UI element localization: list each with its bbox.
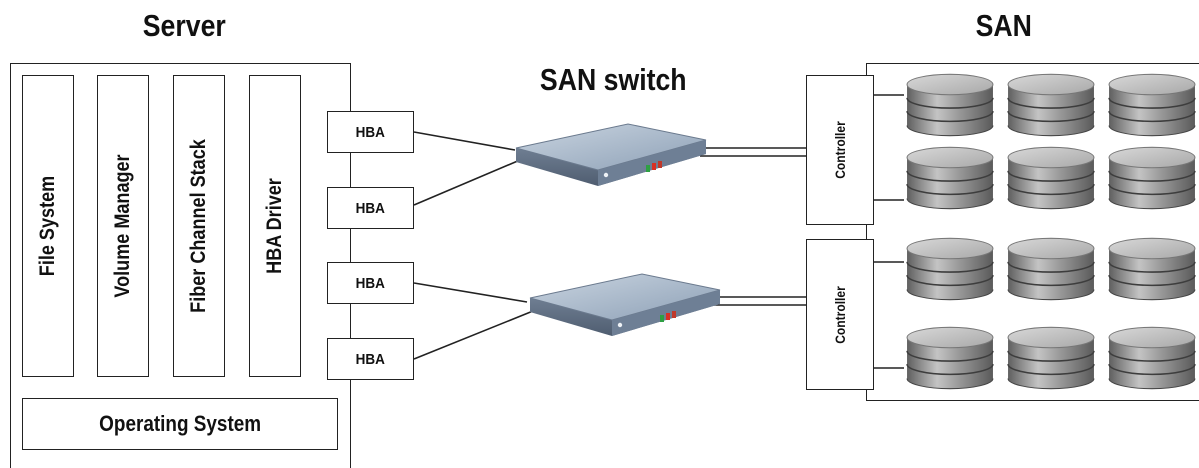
- disk-stack-icon: [1108, 326, 1196, 390]
- layer-volume-manager: Volume Manager: [97, 75, 149, 377]
- san-switch-title: SAN switch: [539, 62, 687, 97]
- server-title: Server: [142, 8, 226, 43]
- hba-card-3: HBA: [327, 262, 414, 304]
- san-title: SAN: [975, 8, 1032, 43]
- hba-label: HBA: [355, 199, 386, 217]
- hba-label: HBA: [355, 123, 386, 141]
- disk-stack-icon: [1108, 237, 1196, 301]
- disk-stack-icon: [906, 326, 994, 390]
- disk-stack-icon: [1007, 146, 1095, 210]
- operating-system-box: Operating System: [22, 398, 338, 450]
- network-switch-icon: [529, 273, 721, 337]
- disk-stack-icon: [906, 146, 994, 210]
- hba-card-2: HBA: [327, 187, 414, 229]
- fiber-links: [413, 94, 904, 369]
- network-switch-icon: [515, 123, 707, 187]
- disk-stack-icon: [1007, 326, 1095, 390]
- operating-system-label: Operating System: [99, 411, 261, 436]
- disk-stack-icon: [1007, 237, 1095, 301]
- hba-card-4: HBA: [327, 338, 414, 380]
- disk-stack-icon: [1108, 73, 1196, 137]
- disk-stack-icon: [906, 73, 994, 137]
- disk-stack-icon: [1108, 146, 1196, 210]
- hba-label: HBA: [355, 350, 386, 368]
- layer-fiber-channel-stack: Fiber Channel Stack: [173, 75, 225, 377]
- layer-file-system: File System: [22, 75, 74, 377]
- hba-card-1: HBA: [327, 111, 414, 153]
- controller-2: Controller: [806, 239, 874, 390]
- layer-hba-driver: HBA Driver: [249, 75, 301, 377]
- hba-label: HBA: [355, 274, 386, 292]
- disk-stack-icon: [1007, 73, 1095, 137]
- disk-stack-icon: [906, 237, 994, 301]
- controller-1: Controller: [806, 75, 874, 225]
